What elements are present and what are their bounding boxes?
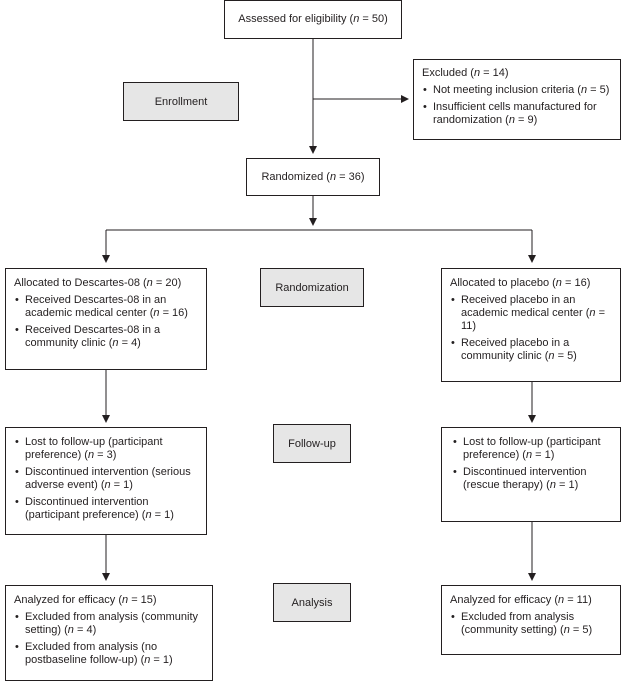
left-followup-box: Lost to follow-up (participant preferenc… (5, 427, 207, 535)
excluded-box: Excluded (n = 14) Not meeting inclusion … (413, 59, 621, 140)
stage-follow-up: Follow-up (273, 424, 351, 463)
randomized-box: Randomized (n = 36) (246, 158, 380, 196)
list-item: Discontinued intervention (participant p… (14, 496, 198, 522)
excluded-title: Excluded (n = 14) (422, 67, 509, 79)
left-allocation-list: Received Descartes-08 in an academic med… (14, 294, 198, 350)
left-allocation-box: Allocated to Descartes-08 (n = 20) Recei… (5, 268, 207, 370)
left-analysis-list: Excluded from analysis (community settin… (14, 611, 204, 667)
list-item: Discontinued intervention (rescue therap… (452, 466, 610, 492)
right-analysis-title: Analyzed for efficacy (n = 11) (450, 594, 592, 606)
list-item: Insufficient cells manufactured for rand… (422, 101, 612, 127)
stage-analysis-label: Analysis (291, 596, 333, 609)
list-item: Lost to follow-up (participant preferenc… (452, 436, 610, 462)
stage-enrollment: Enrollment (123, 82, 239, 121)
list-item: Excluded from analysis (community settin… (14, 611, 204, 637)
list-item: Received Descartes-08 in a community cli… (14, 324, 198, 350)
assessed-box: Assessed for eligibility (n = 50) (224, 0, 402, 39)
excluded-list: Not meeting inclusion criteria (n = 5) I… (422, 84, 612, 127)
right-allocation-title: Allocated to placebo (n = 16) (450, 277, 591, 289)
right-followup-box: Lost to follow-up (participant preferenc… (441, 427, 621, 522)
left-allocation-title: Allocated to Descartes-08 (n = 20) (14, 277, 182, 289)
assessed-text: Assessed for eligibility (n = 50) (238, 13, 388, 25)
right-analysis-list: Excluded from analysis (community settin… (450, 611, 612, 637)
left-analysis-box: Analyzed for efficacy (n = 15) Excluded … (5, 585, 213, 681)
list-item: Received placebo in a community clinic (… (450, 337, 612, 363)
randomized-text: Randomized (n = 36) (261, 170, 365, 183)
right-allocation-box: Allocated to placebo (n = 16) Received p… (441, 268, 621, 382)
right-allocation-list: Received placebo in an academic medical … (450, 294, 612, 363)
list-item: Lost to follow-up (participant preferenc… (14, 436, 198, 462)
right-followup-list: Lost to follow-up (participant preferenc… (452, 436, 610, 492)
list-item: Not meeting inclusion criteria (n = 5) (422, 84, 612, 97)
stage-randomization-label: Randomization (275, 281, 349, 294)
list-item: Excluded from analysis (community settin… (450, 611, 612, 637)
list-item: Discontinued intervention (serious adver… (14, 466, 198, 492)
list-item: Received placebo in an academic medical … (450, 294, 612, 333)
left-analysis-title: Analyzed for efficacy (n = 15) (14, 594, 157, 606)
list-item: Excluded from analysis (no postbaseline … (14, 641, 204, 667)
left-followup-list: Lost to follow-up (participant preferenc… (14, 436, 198, 522)
list-item: Received Descartes-08 in an academic med… (14, 294, 198, 320)
right-analysis-box: Analyzed for efficacy (n = 11) Excluded … (441, 585, 621, 655)
stage-analysis: Analysis (273, 583, 351, 622)
stage-randomization: Randomization (260, 268, 364, 307)
stage-follow-up-label: Follow-up (288, 437, 336, 450)
stage-enrollment-label: Enrollment (154, 95, 208, 108)
